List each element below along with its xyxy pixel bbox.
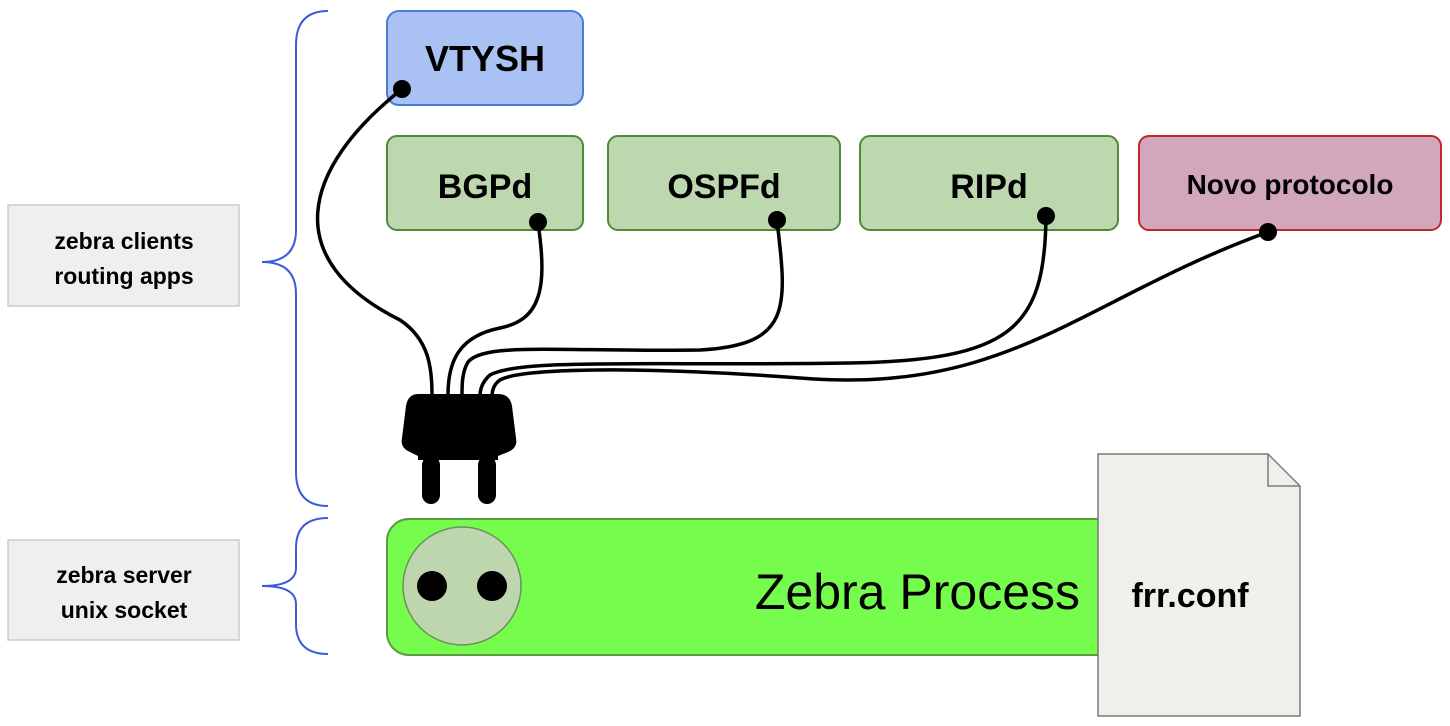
cable-bgpd — [446, 221, 544, 397]
endpoint-vtysh — [393, 80, 411, 98]
ospfd-box: OSPFd — [607, 135, 841, 231]
ripd-box: RIPd — [859, 135, 1119, 231]
socket-icon — [402, 526, 522, 646]
group-server-line1: zebra server — [56, 562, 192, 588]
group-label-server: zebra server unix socket — [7, 539, 240, 641]
config-file-label: frr.conf — [1131, 577, 1249, 615]
ripd-label: RIPd — [950, 168, 1027, 206]
group-label-clients: zebra clients routing apps — [7, 204, 240, 307]
group-clients-line2: routing apps — [54, 263, 193, 289]
cable-novo — [490, 230, 1270, 399]
vtysh-label: VTYSH — [425, 38, 545, 79]
cable-ripd — [478, 214, 1048, 398]
bgpd-label: BGPd — [438, 168, 532, 206]
cable-vtysh — [315, 87, 434, 397]
plug-icon — [401, 394, 517, 504]
group-server-line2: unix socket — [61, 597, 188, 623]
endpoint-ospfd — [768, 211, 786, 229]
endpoint-novo — [1259, 223, 1277, 241]
cable-ospfd — [460, 219, 785, 397]
cable-endpoints — [393, 80, 1277, 241]
ospfd-label: OSPFd — [667, 168, 780, 206]
group-clients-line1: zebra clients — [54, 228, 193, 254]
brace-clients — [261, 10, 329, 507]
novo-protocolo-box: Novo protocolo — [1138, 135, 1442, 231]
endpoint-bgpd — [529, 213, 547, 231]
config-file-icon: frr.conf — [1097, 453, 1301, 717]
vtysh-box: VTYSH — [386, 10, 584, 106]
cables — [315, 87, 1270, 399]
brace-server — [261, 517, 329, 655]
bgpd-box: BGPd — [386, 135, 584, 231]
zebra-process-label: Zebra Process — [755, 564, 1080, 620]
endpoint-ripd — [1037, 207, 1055, 225]
novo-protocolo-label: Novo protocolo — [1187, 169, 1394, 200]
